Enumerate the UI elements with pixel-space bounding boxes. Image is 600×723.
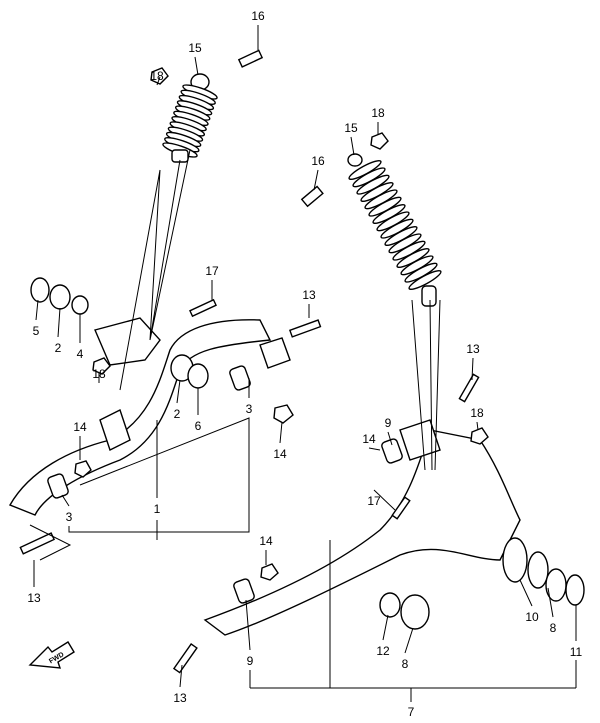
callout-14: 14 [362,432,376,446]
fwd-direction-indicator: FWD [28,641,75,669]
callout-labels: 16 15 18 17 13 5 2 4 18 2 6 3 14 14 1 3 … [27,9,582,719]
callout-18: 18 [470,406,484,420]
callout-16: 16 [311,154,325,168]
callout-2: 2 [174,407,181,421]
callout-11: 11 [570,645,583,659]
callout-14: 14 [259,534,273,548]
callout-14: 14 [273,447,287,461]
callout-15: 15 [344,121,358,135]
callout-9: 9 [247,654,254,668]
callout-15: 15 [188,41,202,55]
callout-8: 8 [402,657,409,671]
callout-10: 10 [525,610,539,624]
callout-18: 18 [92,367,106,381]
callout-13: 13 [302,288,316,302]
shock-absorber-right [300,132,442,307]
callout-13: 13 [27,591,41,605]
callout-14: 14 [73,420,87,434]
lower-arm [172,373,585,674]
callout-18: 18 [371,106,385,120]
upper-arm [8,277,322,555]
callout-17: 17 [205,264,219,278]
callout-9: 9 [385,416,392,430]
callout-12: 12 [376,644,390,658]
callout-6: 6 [195,419,202,433]
spring-coil [408,269,442,291]
callout-13: 13 [173,691,187,705]
callout-18: 18 [150,69,164,83]
callout-8: 8 [550,621,557,635]
leader-lines [29,25,577,702]
callout-4: 4 [77,347,84,361]
callout-3: 3 [66,510,73,524]
callout-2: 2 [55,341,62,355]
callout-3: 3 [246,402,253,416]
callout-16: 16 [251,9,265,23]
callout-1: 1 [154,502,161,516]
callout-7: 7 [408,705,415,719]
shock-absorber-upper [150,49,264,163]
callout-13: 13 [466,342,480,356]
callout-17: 17 [367,494,381,508]
callout-5: 5 [33,324,40,338]
